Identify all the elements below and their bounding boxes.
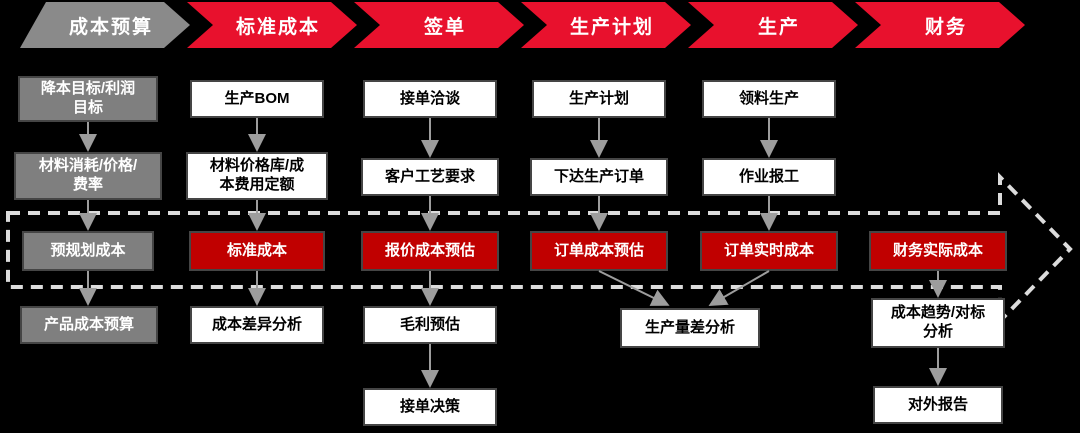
stage-label: 生产计划 (569, 16, 654, 38)
node-cost-trend-benchmark-analysis: 成本趋势/对标 分析 (871, 298, 1005, 348)
node-production-bom: 生产BOM (190, 80, 324, 118)
node-order-cost-estimate: 订单成本预估 (530, 231, 668, 271)
node-production-plan: 生产计划 (532, 80, 666, 118)
node-material-issue-production: 领料生产 (702, 80, 836, 118)
node-work-reporting: 作业报工 (702, 158, 836, 196)
stage-production: 生产 (688, 2, 858, 48)
stage-standard-cost: 标准成本 (187, 2, 357, 48)
stage-label: 成本预算 (68, 16, 153, 38)
node-gross-profit-estimate: 毛利预估 (363, 306, 497, 344)
node-material-cost-rates: 材料消耗/价格/ 费率 (14, 152, 162, 200)
stage-production-plan: 生产计划 (521, 2, 691, 48)
stage-finance: 财务 (855, 2, 1025, 48)
node-release-production-order: 下达生产订单 (530, 158, 668, 196)
node-order-negotiation: 接单洽谈 (363, 80, 497, 118)
node-finance-actual-cost: 财务实际成本 (869, 231, 1007, 271)
node-external-report: 对外报告 (873, 386, 1003, 424)
stage-label: 财务 (924, 16, 967, 38)
node-cost-variance-analysis: 成本差异分析 (190, 306, 324, 344)
node-production-volume-variance-analysis: 生产量差分析 (620, 308, 760, 348)
stage-signing: 签单 (354, 2, 524, 48)
node-preplanned-cost: 预规划成本 (22, 231, 154, 271)
node-budget-target: 降本目标/利润 目标 (18, 76, 158, 122)
node-material-price-library: 材料价格库/成 本费用定额 (186, 152, 328, 200)
node-product-cost-budget: 产品成本预算 (20, 306, 158, 344)
stage-label: 生产 (757, 16, 800, 38)
stage-label: 标准成本 (235, 16, 320, 38)
node-order-decision: 接单决策 (363, 388, 497, 426)
node-customer-process-requirements: 客户工艺要求 (361, 158, 499, 196)
node-order-realtime-cost: 订单实时成本 (700, 231, 838, 271)
stage-label: 签单 (423, 16, 466, 38)
node-quotation-cost-estimate: 报价成本预估 (361, 231, 499, 271)
stage-cost-budget: 成本预算 (20, 2, 190, 48)
node-standard-cost: 标准成本 (189, 231, 325, 271)
